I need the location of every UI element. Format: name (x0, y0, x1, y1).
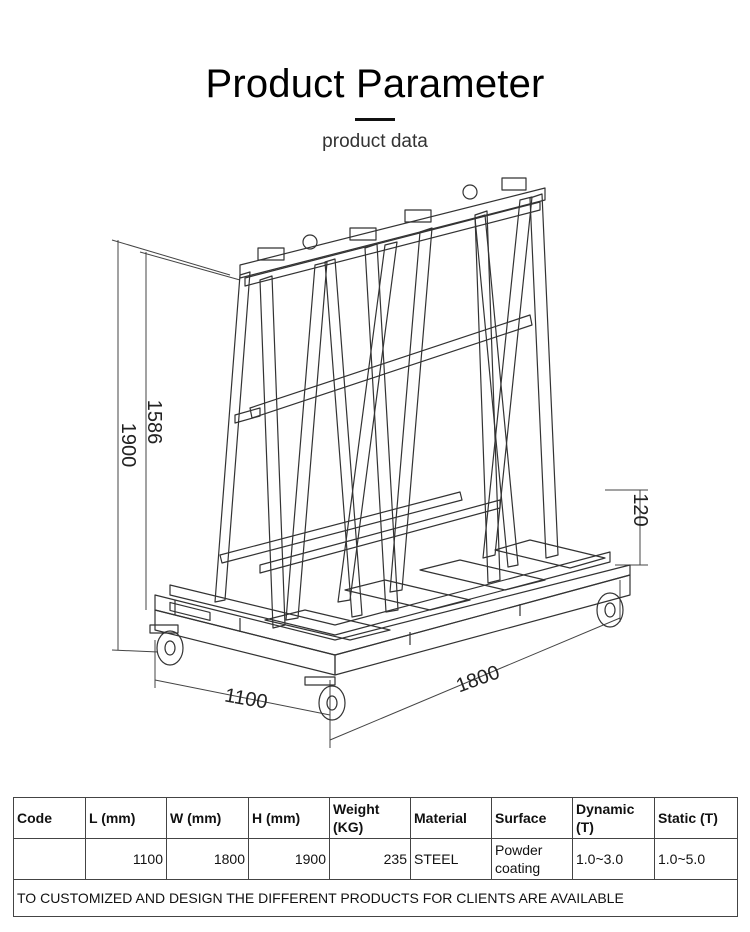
cell-length: 1100 (85, 838, 167, 880)
cell-code (13, 838, 86, 880)
column-header-code: Code (13, 797, 86, 839)
dimension-overall-height (111, 239, 231, 653)
wheel-front-center (304, 676, 346, 721)
cell-height: 1900 (248, 838, 330, 880)
dimension-label-1900: 1900 (117, 423, 139, 468)
title-underline (355, 118, 395, 121)
cell-width: 1800 (166, 838, 249, 880)
cell-weight: 235 (329, 838, 411, 880)
dimension-length (329, 580, 621, 748)
dimension-label-120: 120 (629, 493, 651, 526)
lifting-brackets (257, 177, 527, 261)
table-header-row: Code L (mm) W (mm) H (mm) Weight (KG) Ma… (13, 797, 738, 839)
cell-surface: Powder coating (491, 838, 573, 880)
middle-cross-bar (234, 314, 533, 424)
page-title: Product Parameter (205, 62, 545, 106)
column-header-height: H (mm) (248, 797, 330, 839)
column-header-weight: Weight (KG) (329, 797, 411, 839)
parameter-table: Code L (mm) W (mm) H (mm) Weight (KG) Ma… (13, 797, 738, 917)
dimension-label-1586: 1586 (143, 400, 165, 445)
column-header-width: W (mm) (166, 797, 249, 839)
dimension-width (154, 640, 331, 716)
page-subtitle: product data (322, 131, 428, 152)
cell-dynamic: 1.0~3.0 (572, 838, 655, 880)
dimension-base-height (605, 489, 648, 566)
column-header-dynamic: Dynamic (T) (572, 797, 655, 839)
dimension-frame-height (139, 251, 241, 610)
wheel-front-left (149, 624, 184, 666)
cell-static: 1.0~5.0 (654, 838, 738, 880)
lower-rails (219, 491, 501, 574)
table-row: 1100 1800 1900 235 STEEL Powder coating … (13, 838, 738, 880)
foot-plates (264, 539, 606, 641)
table-footer-note: TO CUSTOMIZED AND DESIGN THE DIFFERENT P… (13, 879, 738, 917)
caster-wheels (149, 592, 624, 721)
table-footer-row: TO CUSTOMIZED AND DESIGN THE DIFFERENT P… (13, 879, 738, 917)
top-rail (239, 187, 546, 287)
column-header-material: Material (410, 797, 492, 839)
dimension-label-1100: 1100 (223, 685, 269, 714)
column-header-static: Static (T) (654, 797, 738, 839)
cell-material: STEEL (410, 838, 492, 880)
rack-technical-drawing: 1900 1586 120 1800 1100 (100, 170, 660, 750)
column-header-surface: Surface (491, 797, 573, 839)
base-frame (154, 551, 631, 676)
column-header-length: L (mm) (85, 797, 167, 839)
dimension-label-1800: 1800 (453, 661, 502, 697)
wheel-rear-right (596, 592, 624, 628)
